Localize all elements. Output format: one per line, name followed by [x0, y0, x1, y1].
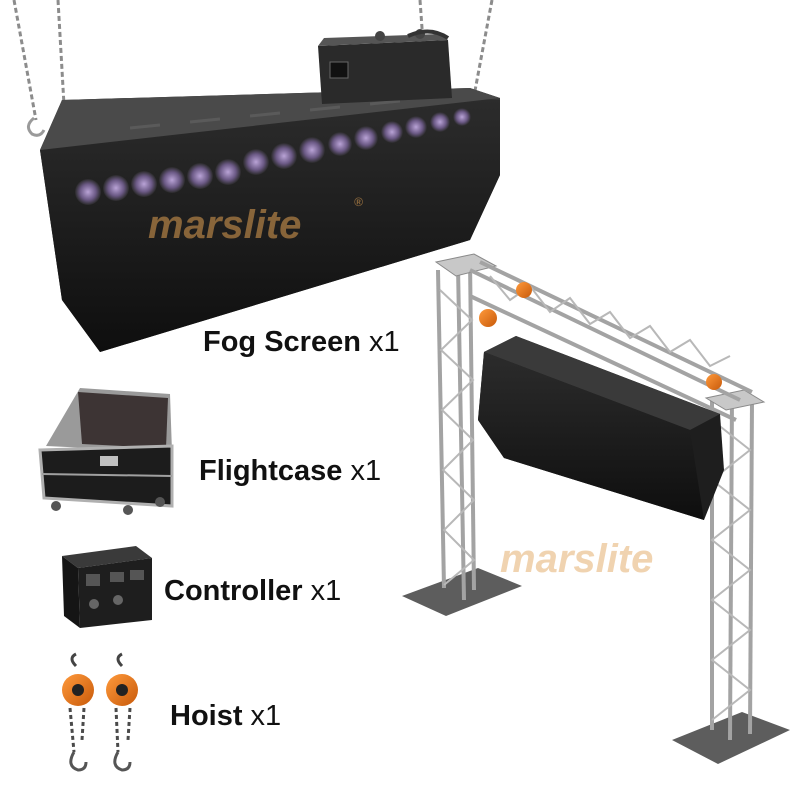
vent-slats: [129, 99, 401, 130]
fan-row: [75, 108, 471, 205]
item-name: Fog Screen: [203, 326, 361, 358]
hoist-illustration: [62, 652, 138, 772]
fog-machine-unit: [318, 29, 452, 104]
controller-illustration: [62, 546, 152, 628]
fog-screen-illustration: marslite ®: [12, 0, 500, 352]
watermark-text: marslite: [148, 203, 301, 247]
item-qty: x1: [310, 575, 342, 607]
flightcase-illustration: [38, 388, 174, 515]
truss-rig-illustration: marslite: [402, 253, 790, 764]
left-truss-tower: [436, 259, 476, 601]
item-qty: x1: [350, 455, 382, 487]
watermark-bottom: marslite: [500, 537, 653, 581]
item-name: Flightcase: [199, 455, 343, 487]
watermark-text-2: marslite: [500, 537, 653, 581]
item-name: Controller: [164, 575, 303, 607]
watermark-top: marslite ®: [148, 195, 363, 247]
watermark-registered-mark: ®: [354, 195, 363, 209]
item-qty: x1: [368, 326, 400, 358]
item-qty: x1: [250, 700, 282, 732]
item-name: Hoist: [170, 700, 243, 732]
